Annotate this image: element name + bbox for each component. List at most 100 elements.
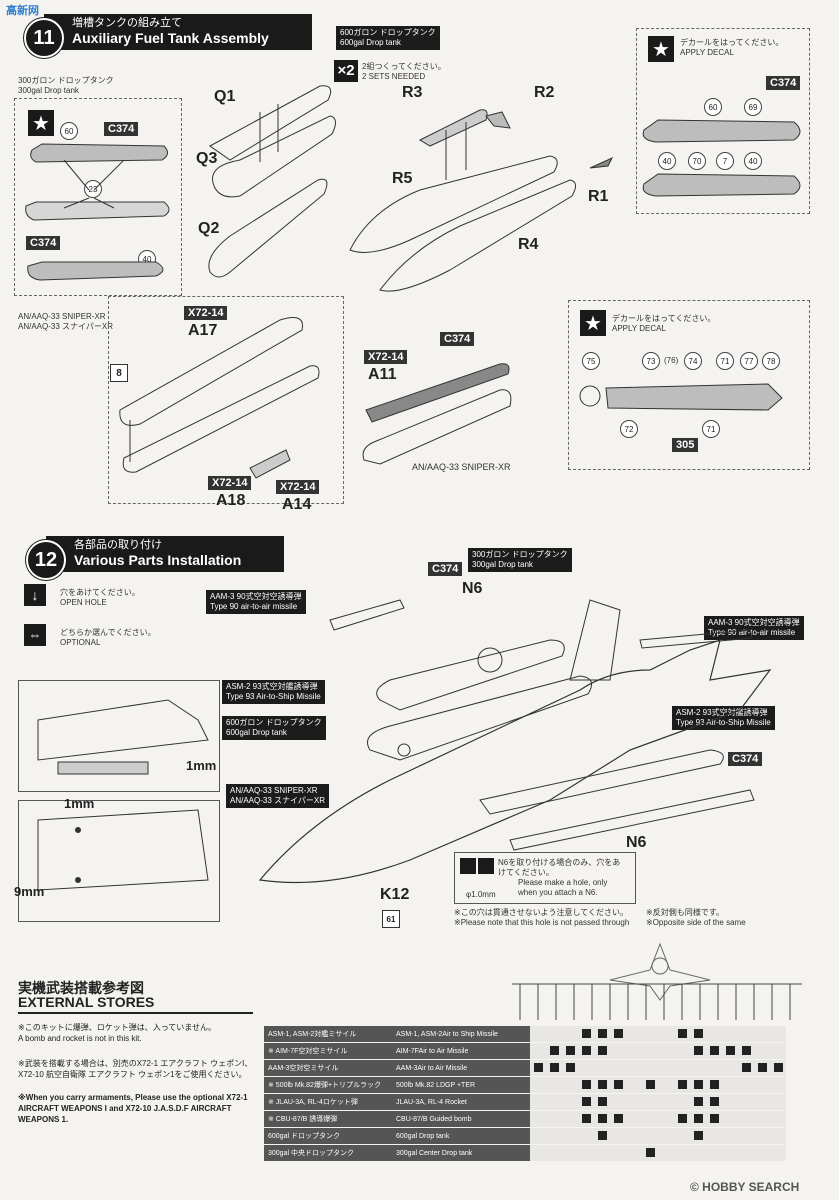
step11-title-en: Auxiliary Fuel Tank Assembly bbox=[72, 30, 269, 46]
stores-cell bbox=[690, 1110, 706, 1128]
stores-cell bbox=[722, 1059, 738, 1077]
step12-c374-right: C374 bbox=[728, 752, 763, 766]
station-mark-icon bbox=[709, 1096, 719, 1106]
stores-note2-jp: ※武装を搭載する場合は、別売のX72-1 エアクラフト ウェポンI、X72-10… bbox=[18, 1059, 253, 1079]
stores-cell bbox=[594, 1026, 610, 1043]
sniper-decal-box bbox=[568, 300, 810, 470]
sniper-part-c374: C374 bbox=[440, 332, 475, 346]
stores-cell bbox=[642, 1110, 658, 1128]
part-n6-right: N6 bbox=[626, 834, 647, 851]
stores-cell bbox=[530, 1144, 546, 1162]
r-tank-drawing bbox=[349, 109, 614, 292]
stores-cell bbox=[594, 1059, 610, 1077]
stores-cell bbox=[642, 1127, 658, 1145]
station-mark-icon bbox=[741, 1062, 751, 1072]
stores-cell bbox=[530, 1042, 546, 1060]
step12-title-bar: 各部品の取り付け Various Parts Installation bbox=[46, 536, 284, 572]
stores-row-jp: 300gal 中央ドロップタンク bbox=[264, 1144, 392, 1162]
asm2-right-en: Type 93 Air-to-Ship Missile bbox=[676, 718, 771, 727]
station-mark-icon bbox=[597, 1096, 607, 1106]
stores-cell bbox=[546, 1144, 562, 1162]
stores-cell bbox=[626, 1127, 642, 1145]
stores-cell bbox=[706, 1144, 722, 1162]
stores-row-en: AIM-7FAir to Air Missile bbox=[392, 1042, 530, 1060]
stores-cell bbox=[642, 1093, 658, 1111]
sniper-pod-drawing bbox=[119, 317, 320, 479]
station-mark-icon bbox=[693, 1028, 703, 1038]
stores-cell bbox=[626, 1042, 642, 1060]
part-r3: R3 bbox=[402, 84, 423, 101]
stores-cell bbox=[562, 1042, 578, 1060]
stores-cell bbox=[562, 1127, 578, 1145]
stores-row-en: AAM-3Air to Air Missile bbox=[392, 1059, 530, 1077]
stores-cell bbox=[770, 1042, 786, 1060]
stores-row-jp: 600gal ドロップタンク bbox=[264, 1127, 392, 1145]
station-mark-icon bbox=[677, 1113, 687, 1123]
opposite-jp: ※反対側も同様です。 bbox=[646, 908, 724, 917]
stores-cell bbox=[674, 1076, 690, 1094]
station-mark-icon bbox=[581, 1079, 591, 1089]
decal-star-icon-3: ★ bbox=[580, 310, 606, 336]
part-k12: K12 bbox=[380, 886, 410, 903]
stores-note1-en: A bomb and rocket is not in this kit. bbox=[18, 1034, 142, 1043]
stores-cell bbox=[642, 1026, 658, 1043]
stores-cell bbox=[546, 1026, 562, 1043]
tank600-decal-69: 69 bbox=[744, 98, 762, 116]
station-mark-icon bbox=[645, 1147, 655, 1157]
aam3-left-en: Type 90 air-to-air missile bbox=[210, 602, 298, 611]
stores-cell bbox=[594, 1144, 610, 1162]
stores-cell bbox=[642, 1042, 658, 1060]
stores-cell bbox=[770, 1144, 786, 1162]
tank300-decal-60: 60 bbox=[60, 122, 78, 140]
part-r4: R4 bbox=[518, 236, 539, 253]
stores-cell bbox=[642, 1059, 658, 1077]
k12-decal-61: 61 bbox=[382, 910, 400, 928]
sets-needed-en: 2 SETS NEEDED bbox=[362, 72, 426, 81]
n6-optional-icon bbox=[478, 858, 494, 874]
stores-cell bbox=[754, 1076, 770, 1094]
stores-cell bbox=[642, 1076, 658, 1094]
stores-cell bbox=[722, 1127, 738, 1145]
stores-cell bbox=[610, 1076, 626, 1094]
station-mark-icon bbox=[773, 1062, 783, 1072]
part-q3: Q3 bbox=[196, 150, 218, 167]
stores-cell bbox=[546, 1076, 562, 1094]
tank300-decal-23: 23 bbox=[84, 180, 102, 198]
stores-cell bbox=[690, 1144, 706, 1162]
tank600-decal-70: 70 bbox=[688, 152, 706, 170]
stores-row-en: JLAU-3A, RL-4 Rocket bbox=[392, 1093, 530, 1111]
stores-pylon-lines bbox=[512, 983, 802, 1020]
stores-cell bbox=[562, 1144, 578, 1162]
sniper-part-8: 8 bbox=[110, 364, 128, 382]
stores-cell bbox=[578, 1127, 594, 1145]
sniper-side-drawing bbox=[579, 383, 783, 411]
sets-multiplier: ×2 bbox=[334, 60, 358, 82]
stores-cell bbox=[610, 1144, 626, 1162]
stores-cell bbox=[626, 1093, 642, 1111]
station-mark-icon bbox=[757, 1062, 767, 1072]
station-mark-icon bbox=[581, 1045, 591, 1055]
sniper-decal-76: (76) bbox=[664, 356, 679, 365]
dim-1mm-a: 1mm bbox=[186, 758, 217, 773]
sniper-caption: AN/AAQ-33 SNIPER-XR bbox=[412, 462, 511, 472]
tank600-label: 600ガロン ドロップタンク 600gal Drop tank bbox=[336, 26, 440, 50]
station-mark-icon bbox=[581, 1096, 591, 1106]
stores-cell bbox=[690, 1042, 706, 1060]
stores-cell bbox=[594, 1110, 610, 1128]
stores-cell bbox=[578, 1076, 594, 1094]
stores-title-jp: 実機武装搭載参考図 bbox=[18, 980, 144, 996]
stores-cell bbox=[626, 1026, 642, 1043]
stores-cell bbox=[546, 1059, 562, 1077]
stores-cell bbox=[770, 1110, 786, 1128]
stores-cell bbox=[610, 1093, 626, 1111]
station-mark-icon bbox=[613, 1113, 623, 1123]
stores-cell bbox=[594, 1042, 610, 1060]
tank300-label-12: 300ガロン ドロップタンク 300gal Drop tank bbox=[468, 548, 572, 572]
tank600-decal-60: 60 bbox=[704, 98, 722, 116]
stores-cell bbox=[530, 1110, 546, 1128]
tank600-12-jp: 600ガロン ドロップタンク bbox=[226, 718, 322, 727]
asm2-right-jp: ASM-2 93式空対艦誘導弾 bbox=[676, 708, 768, 717]
